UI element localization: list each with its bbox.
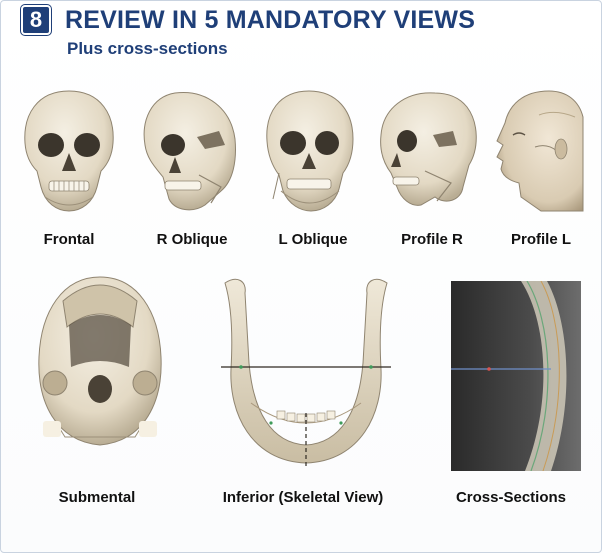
skull-left-oblique-icon <box>255 87 363 215</box>
view-label-profile-r: Profile R <box>401 231 463 248</box>
skull-frontal-icon <box>15 87 123 215</box>
view-label-inferior: Inferior (Skeletal View) <box>222 489 384 506</box>
face-profile-left-icon <box>483 87 591 215</box>
step-number-badge: 8 <box>21 5 51 35</box>
section-subtitle: Plus cross-sections <box>67 39 228 58</box>
section-title: REVIEW IN 5 MANDATORY VIEWS <box>65 5 476 34</box>
view-label-cross-sections: Cross-Sections <box>455 489 567 506</box>
mandible-inferior-icon <box>211 273 401 473</box>
view-label-submental: Submental <box>58 489 136 506</box>
section-header: 8 REVIEW IN 5 MANDATORY VIEWS <box>21 5 475 35</box>
skull-profile-right-icon <box>375 87 483 215</box>
view-label-r-oblique: R Oblique <box>156 231 228 248</box>
skull-submental-icon <box>25 271 175 451</box>
view-label-profile-l: Profile L <box>510 231 572 248</box>
view-label-frontal: Frontal <box>43 231 95 248</box>
cross-section-icon <box>451 281 581 471</box>
skull-right-oblique-icon <box>135 87 243 215</box>
view-label-l-oblique: L Oblique <box>278 231 348 248</box>
